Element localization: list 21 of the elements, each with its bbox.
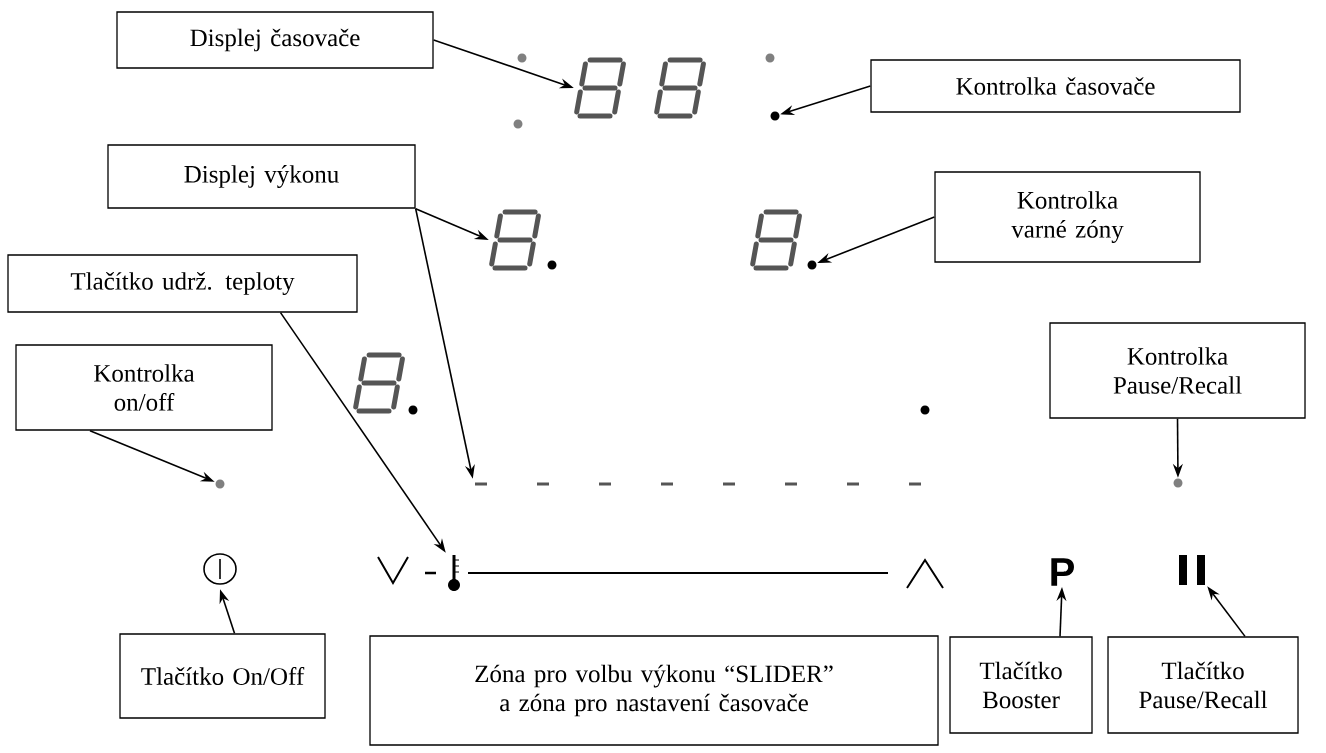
callout-box: Tlačítko udrž. teploty [7,254,358,313]
indicator-light [807,260,817,270]
callout-box: Kontrolka Pause/Recall [1049,322,1306,419]
callout-box: Kontrolka časovače [870,59,1241,113]
power-button-icon [203,553,237,585]
seven-segment-display [574,57,706,119]
callout-box: Zóna pro volbu výkonu “SLIDER” a zóna pro nastavení časovače [369,635,939,746]
callout-box: Kontrolka on/off [15,344,273,431]
pause-icon [1179,555,1205,585]
callout-box: Displej výkonu [107,144,416,209]
callout-box: Tlačítko Pause/Recall [1107,636,1299,734]
indicator-light [770,111,780,121]
seven-segment-display [489,209,541,271]
button-glyph: P [1051,558,1074,586]
callout-box: Kontrolka varné zóny [934,171,1201,263]
indicator-light [215,479,225,489]
indicator-light [1173,478,1183,488]
callout-box: Displej časovače [116,11,434,69]
thermometer-icon [448,555,460,591]
callout-box: Tlačítko Booster [949,636,1093,734]
callout-box: Tlačítko On/Off [119,633,326,719]
